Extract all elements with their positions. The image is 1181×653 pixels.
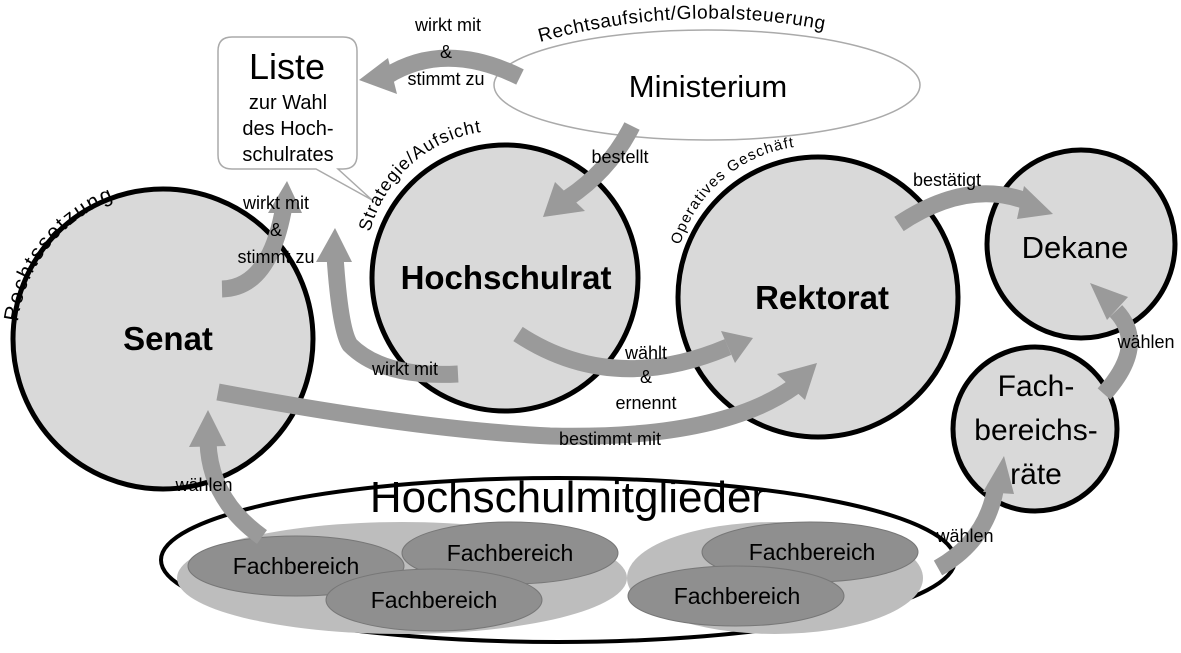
arrowhead-senat-liste <box>268 181 302 213</box>
label-ministerium-hochschulrat: bestellt <box>591 147 648 167</box>
ministerium-node <box>493 29 921 141</box>
liste-line-2: des Hoch- <box>242 118 333 140</box>
arrowhead-hochschulrat-rektorat <box>721 331 753 363</box>
arrow-senat-liste <box>221 204 293 298</box>
arrow-ministerium-liste <box>382 49 524 85</box>
fachbereichsraete-line-1: Fach- <box>998 370 1075 403</box>
label-mitglieder-senat: wählen <box>174 475 232 495</box>
label-rektorat-dekane: bestätigt <box>913 170 981 190</box>
arrowhead-mitglieder-senat <box>189 410 226 447</box>
liste-title: Liste <box>249 46 325 87</box>
label-senat-liste-1: wirkt mit <box>242 193 309 213</box>
fachbereich-5 <box>627 565 845 627</box>
arrowhead-ministerium-liste <box>359 58 397 94</box>
label-hochschulrat-rektorat-3: ernennt <box>615 393 676 413</box>
ministerium-label: Ministerium <box>629 69 787 104</box>
rektorat-node <box>675 154 961 440</box>
arrow-mitglieder-senat <box>199 441 268 544</box>
label-ministerium-liste-1: wirkt mit <box>414 15 481 35</box>
arrow-hochschulrat-rektorat <box>513 326 732 378</box>
label-senat-rektorat: bestimmt mit <box>559 429 661 449</box>
fachbereich-label-4: Fachbereich <box>749 539 876 565</box>
rektorat-label: Rektorat <box>755 279 889 316</box>
fachbereich-label-5: Fachbereich <box>674 583 801 609</box>
label-mitglieder-fachbereichsraete: wählen <box>935 526 993 546</box>
liste-bubble <box>217 36 373 201</box>
label-ministerium-liste-2: & <box>440 42 452 62</box>
label-hochschulrat-liste: wirkt mit <box>371 359 438 379</box>
arrowhead-mitglieder-fachbereichsraete <box>983 456 1014 494</box>
label-hochschulrat-rektorat-2: & <box>640 367 652 387</box>
arrowhead-rektorat-dekane <box>1017 186 1053 219</box>
hochschulmitglieder-label: Hochschulmitglieder <box>370 473 766 522</box>
dekane-label: Dekane <box>1022 230 1129 265</box>
fachbereich-label-1: Fachbereich <box>233 553 360 579</box>
arrow-fachbereichsraete-dekane <box>1097 305 1138 400</box>
arrow-rektorat-dekane <box>894 185 1026 232</box>
fachbereichsraete-line-3: räte <box>1010 458 1062 491</box>
fachbereich-label-2: Fachbereich <box>447 540 574 566</box>
arrow-senat-rektorat <box>216 379 800 445</box>
arrow-mitglieder-fachbereichsraete <box>933 483 1005 576</box>
fachbereich-3 <box>325 568 543 632</box>
arrowhead-senat-rektorat <box>777 363 817 400</box>
liste-line-3: schulrates <box>242 144 333 166</box>
senat-label: Senat <box>123 320 213 357</box>
label-ministerium-liste-3: stimmt zu <box>407 69 484 89</box>
hochschulrat-label: Hochschulrat <box>401 259 612 296</box>
label-fachbereichsraete-dekane: wählen <box>1116 332 1174 352</box>
arrowhead-ministerium-hochschulrat <box>543 182 585 217</box>
label-senat-liste-3: stimmt zu <box>237 247 314 267</box>
label-hochschulrat-rektorat-1: wählt <box>624 343 667 363</box>
senat-node <box>10 186 316 492</box>
fachbereich-label-3: Fachbereich <box>371 587 498 613</box>
label-senat-liste-2: & <box>270 220 282 240</box>
liste-line-1: zur Wahl <box>249 92 327 114</box>
fachbereichsraete-line-2: bereichs- <box>974 414 1097 447</box>
fachbereichsraete-node <box>950 344 1120 514</box>
arrowhead-hochschulrat-liste <box>316 228 352 262</box>
arrow-hochschulrat-liste <box>326 255 459 383</box>
arrow-ministerium-hochschulrat <box>563 122 640 206</box>
arrowhead-fachbereichsraete-dekane <box>1090 283 1128 320</box>
